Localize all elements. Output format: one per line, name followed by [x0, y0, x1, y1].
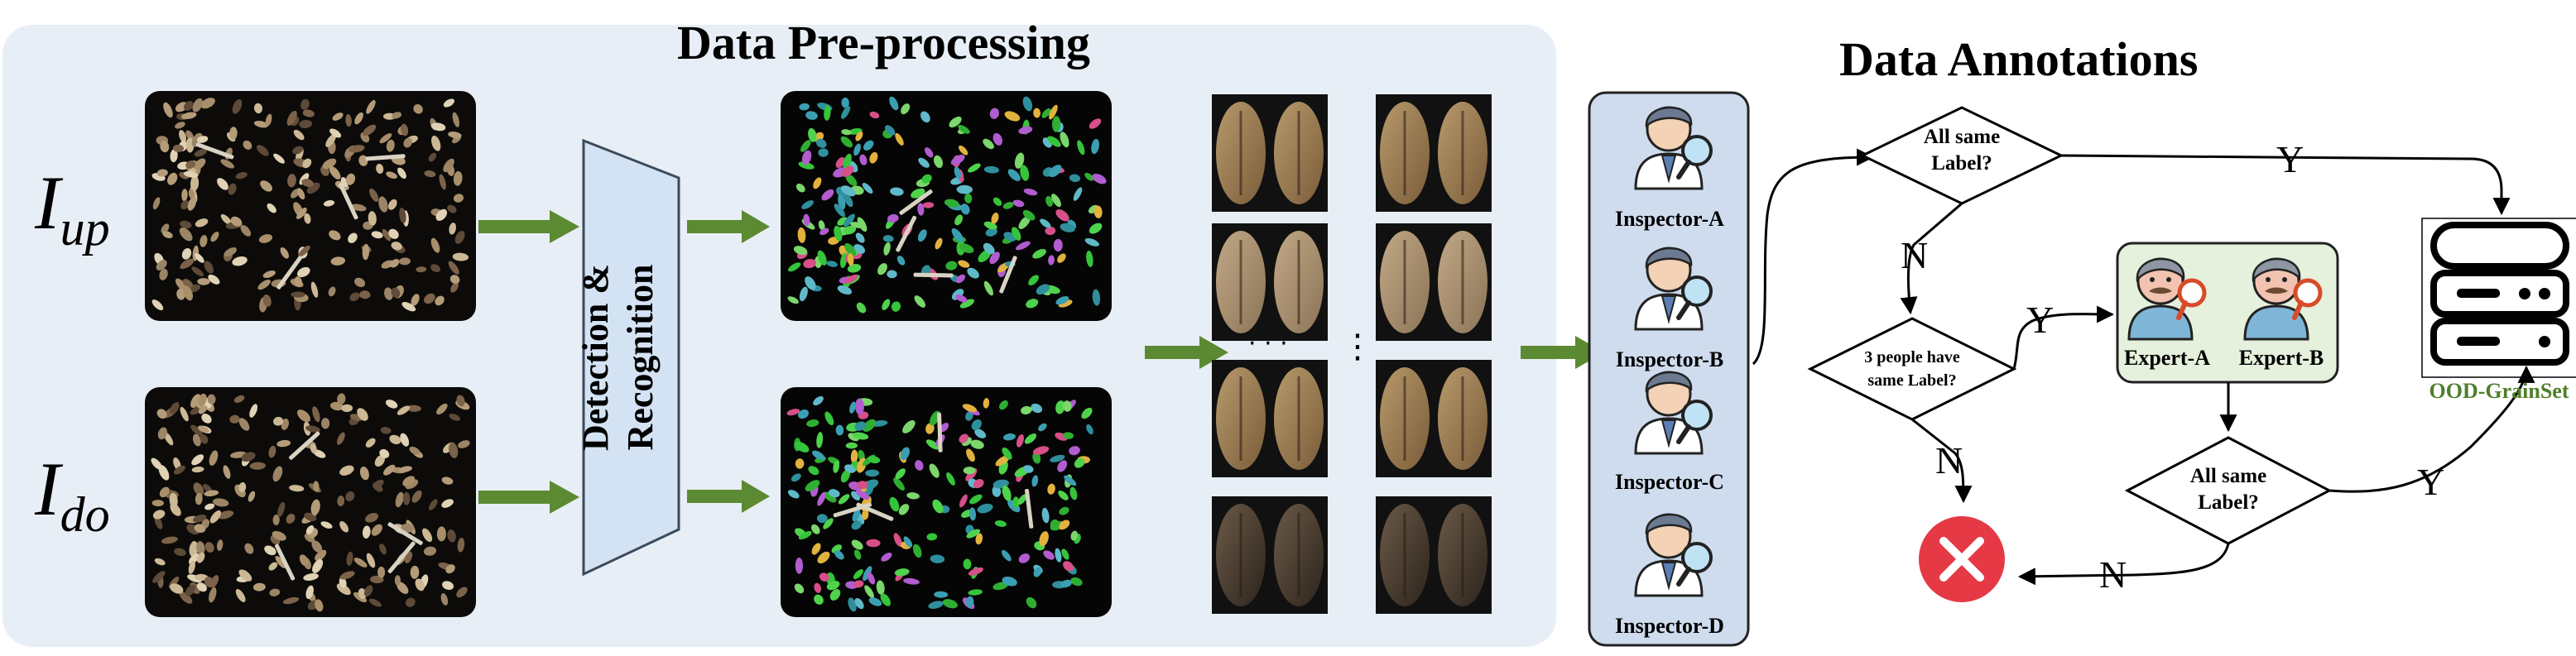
- grain-crop-tile: [1376, 223, 1492, 341]
- flow-decision1-yes-to-dataset: [2060, 154, 2511, 216]
- annotations-title: Data Annotations: [1839, 32, 2199, 86]
- expert-a-label: Expert-A: [2124, 346, 2210, 370]
- inspector-d-label: Inspector-D: [1615, 614, 1724, 638]
- raw-image-up: [145, 91, 476, 321]
- inspector-icon: [1634, 513, 1713, 597]
- inspector-a-label: Inspector-A: [1615, 207, 1724, 231]
- detector-label-line2: Recognition: [620, 264, 661, 451]
- decision2-yes-label: Y: [2026, 299, 2055, 341]
- inspector-b-label: Inspector-B: [1615, 347, 1724, 371]
- decision2-no-label: N: [1935, 439, 1963, 481]
- segmented-image-down: [781, 387, 1112, 617]
- grain-crop-grid: [1212, 94, 1492, 614]
- arrow-input-down-to-detector: [478, 481, 579, 514]
- arrow-detector-to-seg-down: [687, 480, 770, 513]
- expert-icon: [2243, 257, 2323, 341]
- detector-label: Detection & Recognition: [574, 151, 690, 564]
- dataset-label: OOD-GrainSet: [2429, 379, 2569, 403]
- crops-ellipsis-horizontal: · · ·: [1248, 329, 1288, 358]
- expert-b-label: Expert-B: [2238, 346, 2324, 370]
- flow-decision2-yes-to-experts: [2012, 305, 2115, 370]
- detector-block: [582, 138, 680, 577]
- inspector-icon: [1634, 106, 1713, 190]
- grain-crop-tile: [1376, 94, 1492, 212]
- grain-crop-tile: [1376, 496, 1492, 614]
- arrow-detector-to-seg-up: [687, 210, 770, 243]
- expert-icon: [2127, 257, 2207, 341]
- detector-label-line1: Detection &: [575, 264, 616, 452]
- grain-crop-tile: [1212, 360, 1328, 477]
- flow-decision2-no-to-reject: [1911, 418, 1973, 504]
- flow-decision1-no-to-decision2: [1900, 202, 1963, 315]
- inspector-panel: [1588, 91, 1750, 647]
- input-up-label: Iup: [35, 160, 110, 256]
- arrow-seg-to-crops: [1145, 336, 1228, 369]
- decision1-no-label: N: [1901, 234, 1929, 276]
- grain-crop-tile: [1212, 496, 1328, 614]
- flow-inspectors-to-decision1: [1752, 148, 1875, 366]
- raw-image-down: [145, 387, 476, 617]
- flow-decision3-yes-to-dataset: [2328, 365, 2535, 493]
- segmented-image-up: [781, 91, 1112, 321]
- preprocessing-title: Data Pre-processing: [677, 16, 1090, 69]
- arrow-input-up-to-detector: [478, 210, 579, 243]
- inspector-icon: [1634, 247, 1713, 331]
- decision3-yes-label: Y: [2417, 461, 2445, 503]
- crops-ellipsis-vertical: ⋮: [1341, 328, 1374, 366]
- decision3-no-label: N: [2099, 553, 2127, 596]
- grain-crop-tile: [1212, 223, 1328, 341]
- inspector-c-label: Inspector-C: [1615, 470, 1724, 494]
- grain-crop-tile: [1212, 94, 1328, 212]
- flow-decision3-no-to-reject: [2017, 543, 2230, 586]
- database-icon: [2421, 218, 2576, 378]
- reject-x-icon: [1919, 516, 2005, 602]
- decision1-yes-label: Y: [2276, 138, 2304, 180]
- input-down-label: Ido: [35, 447, 110, 542]
- grain-crop-tile: [1376, 360, 1492, 477]
- inspector-icon: [1634, 371, 1713, 455]
